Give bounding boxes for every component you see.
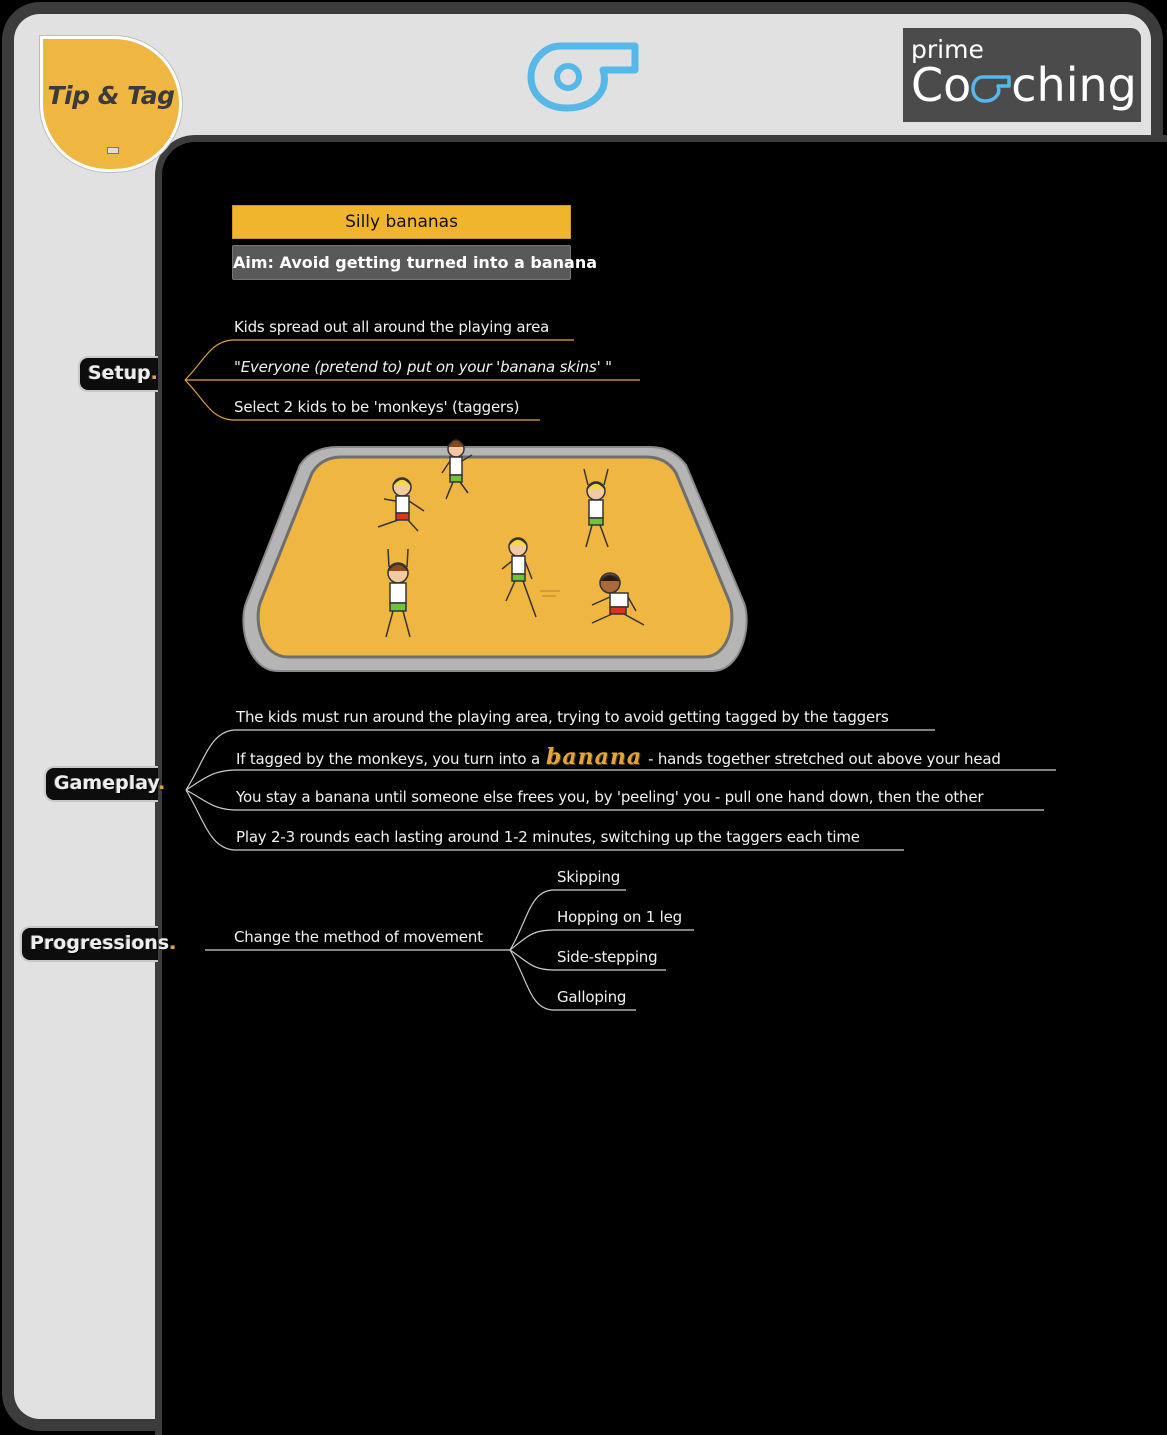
- content-panel: [155, 135, 1167, 1435]
- child-figure: [385, 548, 411, 638]
- gameplay-heading: Gameplay.: [44, 766, 165, 802]
- setup-item: "Everyone (pretend to) put on your 'bana…: [234, 358, 612, 376]
- logo-coaching-start: Co: [911, 58, 972, 112]
- gameplay-item: Play 2-3 rounds each lasting around 1-2 …: [236, 828, 860, 846]
- logo-whistle-icon: [971, 75, 1012, 103]
- progression-item: Skipping: [557, 868, 621, 886]
- setup-item: Select 2 kids to be 'monkeys' (taggers): [234, 398, 520, 416]
- gameplay-item-text: - hands together stretched out above you…: [648, 750, 1001, 768]
- progression-item: Side-stepping: [557, 948, 658, 966]
- setup-item: Kids spread out all around the playing a…: [234, 318, 550, 336]
- game-title: Silly bananas: [232, 205, 571, 239]
- child-figure: [501, 537, 537, 618]
- setup-heading: Setup.: [78, 356, 158, 392]
- progression-item: Hopping on 1 leg: [557, 908, 682, 926]
- playing-field-illustration: [242, 439, 748, 672]
- badge-mini-icon: [107, 147, 119, 154]
- setup-dot: .: [150, 362, 158, 384]
- gameplay-item: The kids must run around the playing are…: [236, 708, 889, 726]
- logo-prime: prime: [911, 35, 984, 64]
- child-figure: [583, 468, 609, 548]
- gameplay-item: You stay a banana until someone else fre…: [236, 788, 984, 806]
- gameplay-dot: .: [158, 772, 166, 794]
- banana-word: banana: [545, 744, 643, 770]
- whistle-icon: [527, 42, 639, 112]
- gameplay-label: Gameplay: [54, 772, 159, 794]
- child-figure: [441, 439, 473, 500]
- badge-title: Tip & Tag: [47, 81, 175, 110]
- progression-item: Galloping: [557, 988, 627, 1006]
- logo-coaching-end: ching: [1011, 58, 1137, 112]
- progressions-label: Progressions: [30, 932, 170, 954]
- progressions-dot: .: [169, 932, 177, 954]
- game-aim: Aim: Avoid getting turned into a banana: [232, 245, 597, 280]
- child-figure: [591, 572, 645, 626]
- progression-main: Change the method of movement: [234, 928, 483, 946]
- child-figure: [377, 477, 425, 532]
- tip-and-tag-badge: Tip & Tag: [40, 36, 182, 172]
- setup-label: Setup: [88, 362, 151, 384]
- progressions-heading: Progressions.: [20, 926, 176, 962]
- gameplay-item: If tagged by the monkeys, you turn into …: [236, 744, 1001, 770]
- gameplay-item-text: If tagged by the monkeys, you turn into …: [236, 750, 540, 768]
